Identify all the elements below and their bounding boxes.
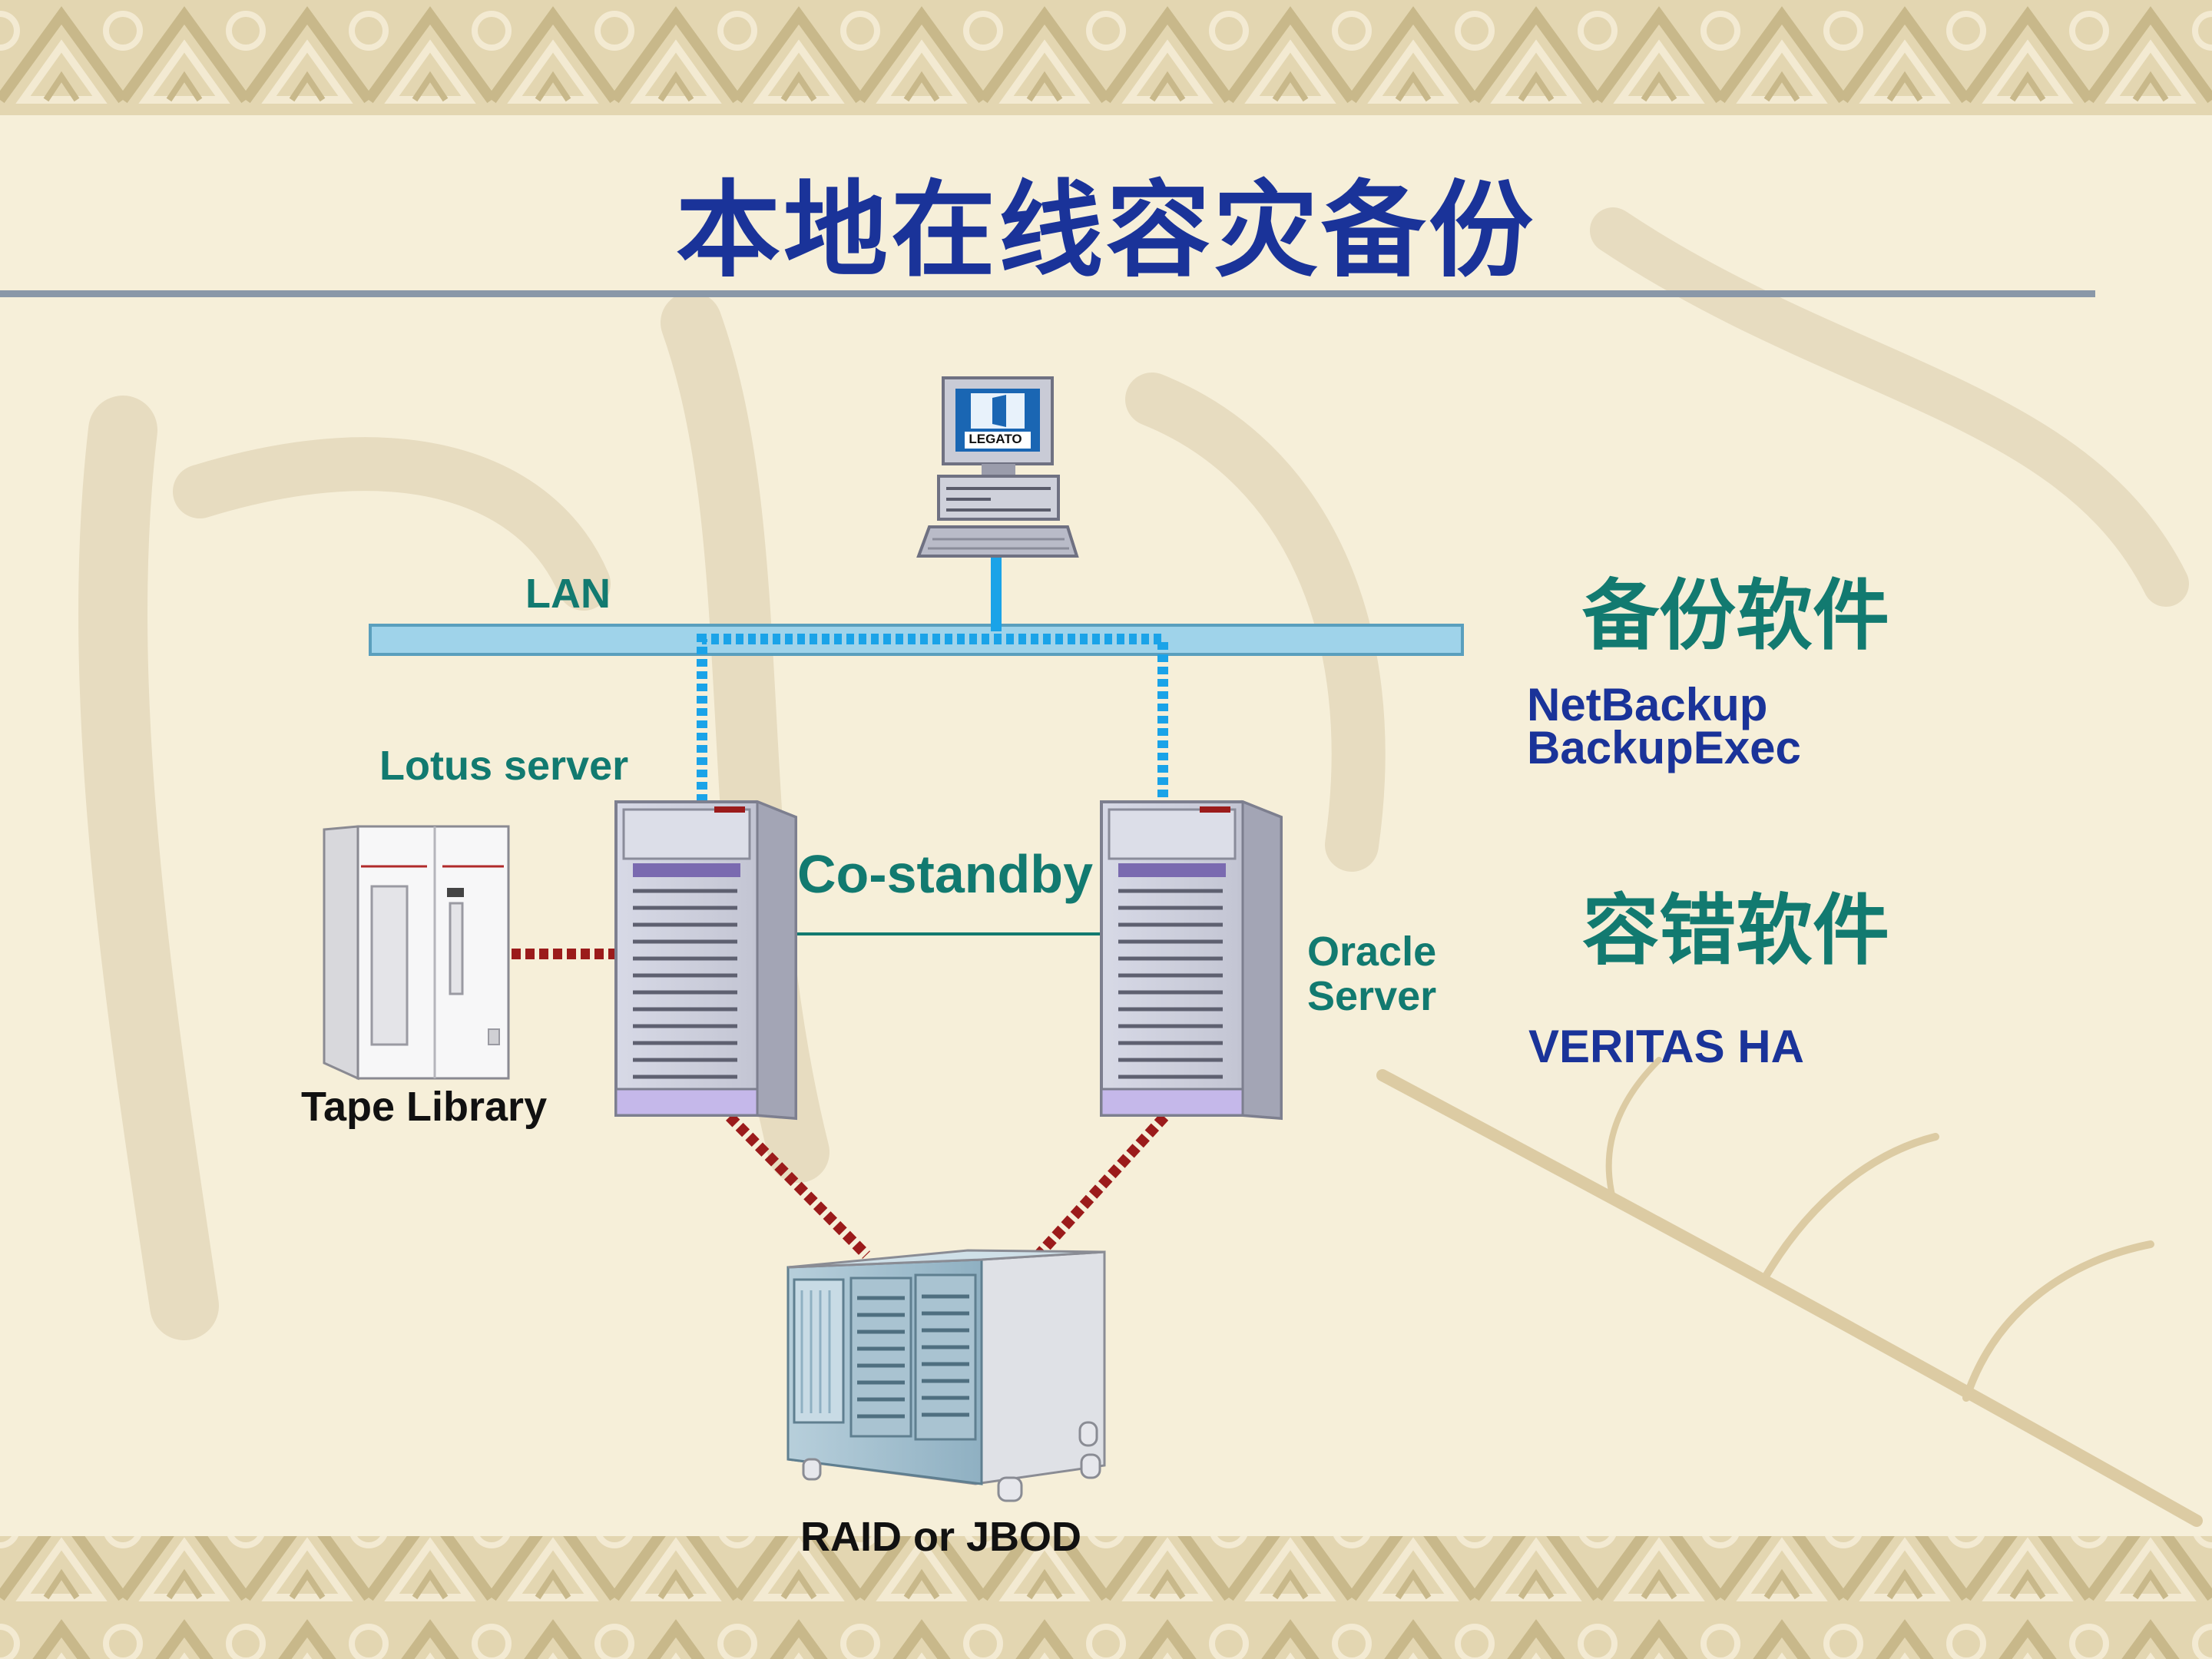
lan-label: LAN — [525, 571, 611, 617]
backup-software-list: NetBackup BackupExec — [1527, 679, 1801, 773]
lan-server-links — [697, 634, 1168, 802]
fault-tolerance-software-heading: 容错软件 — [1582, 886, 1889, 975]
title-divider — [0, 290, 2095, 297]
tape-library-label: Tape Library — [301, 1084, 548, 1130]
backup-software-netbackup: NetBackup — [1527, 679, 1768, 730]
tower-server-icon — [1100, 800, 1283, 1121]
oracle-server-label-line-1: Oracle — [1307, 929, 1437, 975]
oracle-server-label: Oracle Server — [1307, 929, 1436, 1018]
backup-software-backupexec: BackupExec — [1527, 722, 1801, 773]
desktop-computer-icon — [916, 376, 1079, 558]
oracle-server-label-line-2: Server — [1307, 973, 1437, 1019]
background-calligraphy — [78, 207, 2189, 1340]
fault-tolerance-software-product: VERITAS HA — [1528, 1021, 1804, 1072]
workstation-lan-link — [991, 558, 1002, 631]
lotus-server-label: Lotus server — [379, 743, 629, 789]
co-standby-label: Co-standby — [797, 844, 1093, 904]
page-title: 本地在线容灾备份 — [676, 171, 1536, 292]
background-branch — [1376, 1057, 2203, 1527]
disk-array-icon — [786, 1249, 1106, 1502]
top-border-pattern — [0, 0, 2212, 115]
bottom-border-pattern — [0, 1536, 2212, 1659]
backup-software-heading: 备份软件 — [1582, 571, 1889, 661]
tape-library-icon — [323, 825, 510, 1081]
lan-bus — [369, 624, 1464, 656]
fibre-links — [512, 949, 1169, 1259]
legato-logo-text: LEGATO — [969, 432, 1022, 446]
raid-jbod-label: RAID or JBOD — [800, 1514, 1082, 1560]
tower-server-icon — [614, 800, 797, 1121]
